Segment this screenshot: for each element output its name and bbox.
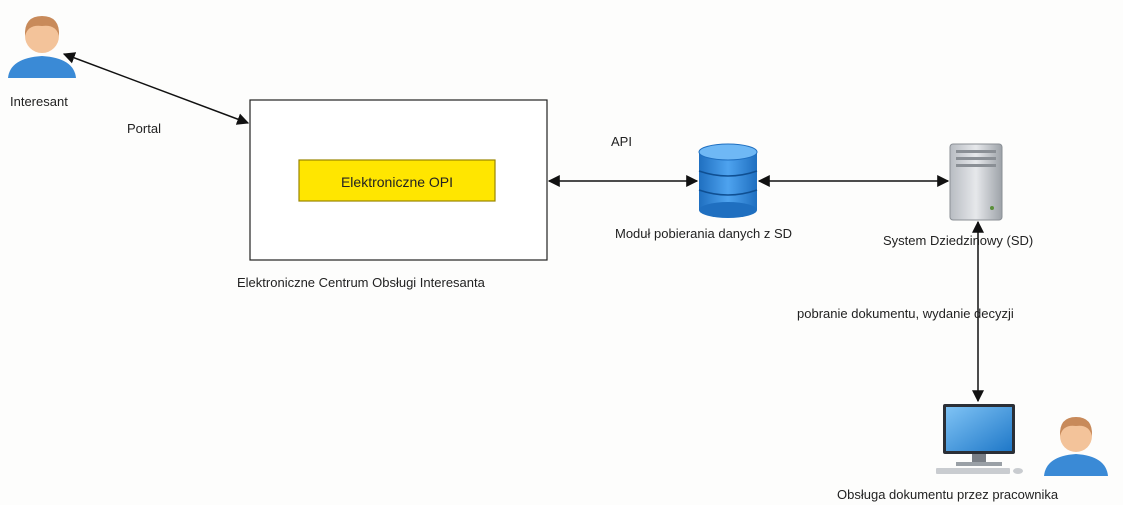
- interesant-person-icon: [8, 16, 76, 78]
- worker-label: Obsługa dokumentu przez pracownika: [837, 487, 1059, 502]
- docs-edge-label: pobranie dokumentu, wydanie decyzji: [797, 306, 1014, 321]
- portal-arrow: [62, 52, 250, 125]
- opi-label: Elektroniczne OPI: [340, 174, 454, 190]
- server-icon: [949, 143, 1003, 221]
- opi-box: [298, 159, 496, 202]
- ecoi-label: Elektroniczne Centrum Obsługi Interesant…: [237, 275, 485, 290]
- monitor-icon: [936, 404, 1023, 474]
- worker-person-icon: [1044, 417, 1108, 476]
- interesant-label: Interesant: [10, 94, 68, 109]
- database-icon: [698, 143, 758, 218]
- api-label: API: [611, 134, 632, 149]
- module-label: Moduł pobierania danych z SD: [615, 226, 793, 241]
- sd-label: System Dziedzinowy (SD): [883, 233, 1034, 248]
- portal-label: Portal: [127, 121, 161, 136]
